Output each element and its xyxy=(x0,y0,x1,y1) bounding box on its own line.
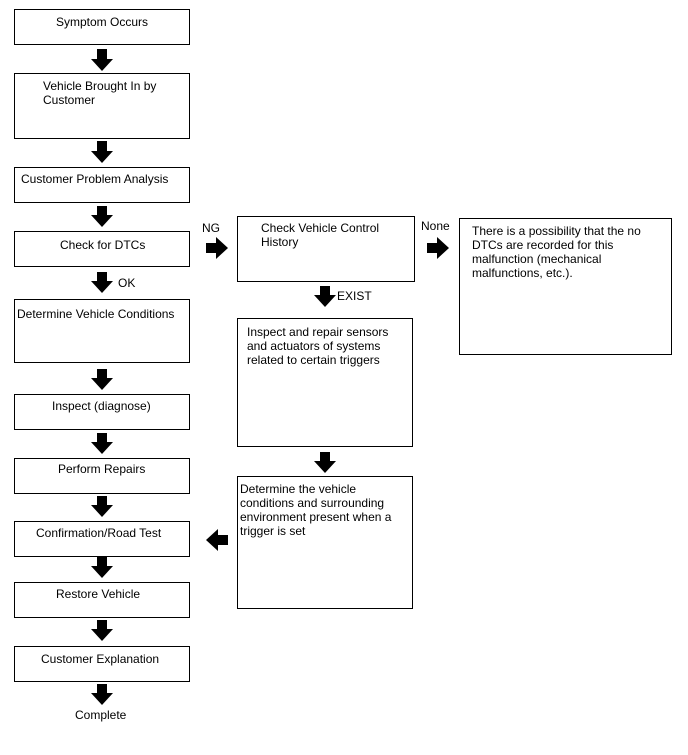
step-vehicle-brought-in: Vehicle Brought In by Customer xyxy=(14,73,190,139)
step-determine-vehicle-conditions: Determine Vehicle Conditions xyxy=(14,299,190,363)
arrow-down-9 xyxy=(91,620,113,641)
step-label: Symptom Occurs xyxy=(56,15,149,29)
step-label: Customer Explanation xyxy=(41,652,160,666)
label-ok: OK xyxy=(118,276,136,290)
step-label: Inspect (diagnose) xyxy=(52,399,151,413)
step-symptom-occurs: Symptom Occurs xyxy=(14,9,190,45)
arrow-down-5 xyxy=(91,369,113,390)
step-label: Check Vehicle Control History xyxy=(261,221,380,249)
arrow-down-2 xyxy=(91,141,113,163)
step-customer-explanation: Customer Explanation xyxy=(14,646,190,682)
arrow-down-1 xyxy=(91,49,113,71)
arrow-down-exist xyxy=(314,286,336,307)
arrow-down-6 xyxy=(91,433,113,454)
step-complete: Complete xyxy=(75,708,127,722)
step-check-vehicle-control-history: Check Vehicle Control History xyxy=(237,216,415,282)
step-label: Check for DTCs xyxy=(60,238,146,252)
note-no-dtcs: There is a possibility that the no DTCs … xyxy=(459,218,672,355)
step-label: Restore Vehicle xyxy=(56,587,141,601)
step-perform-repairs: Perform Repairs xyxy=(14,458,190,494)
label-none: None xyxy=(421,219,450,233)
arrow-right-ng xyxy=(206,237,228,259)
arrow-down-3 xyxy=(91,206,113,227)
label-exist: EXIST xyxy=(337,289,372,303)
note-text: There is a possibility that the no DTCs … xyxy=(472,224,641,280)
step-label: Customer Problem Analysis xyxy=(21,172,169,186)
arrow-right-none xyxy=(427,237,449,259)
step-label: Perform Repairs xyxy=(58,462,146,476)
arrow-down-4 xyxy=(91,272,113,293)
arrow-down-10 xyxy=(91,684,113,705)
arrow-down-branch xyxy=(314,452,336,473)
step-label: Determine Vehicle Conditions xyxy=(17,307,175,321)
step-inspect-diagnose: Inspect (diagnose) xyxy=(14,394,190,430)
step-determine-environment: Determine the vehicle conditions and sur… xyxy=(237,476,413,609)
arrow-down-7 xyxy=(91,496,113,517)
arrow-left-return xyxy=(206,529,228,551)
step-confirmation-road-test: Confirmation/Road Test xyxy=(14,521,190,557)
step-inspect-repair-sensors: Inspect and repair sensors and actuators… xyxy=(237,318,413,447)
label-ng: NG xyxy=(202,221,220,235)
arrow-down-8 xyxy=(91,557,113,578)
step-label: Inspect and repair sensors and actuators… xyxy=(247,325,389,367)
step-customer-problem-analysis: Customer Problem Analysis xyxy=(14,167,190,203)
step-check-for-dtcs: Check for DTCs xyxy=(14,231,190,267)
step-label: Confirmation/Road Test xyxy=(36,526,162,540)
step-label: Vehicle Brought In by Customer xyxy=(43,79,157,107)
step-label: Determine the vehicle conditions and sur… xyxy=(240,482,392,538)
step-restore-vehicle: Restore Vehicle xyxy=(14,582,190,618)
